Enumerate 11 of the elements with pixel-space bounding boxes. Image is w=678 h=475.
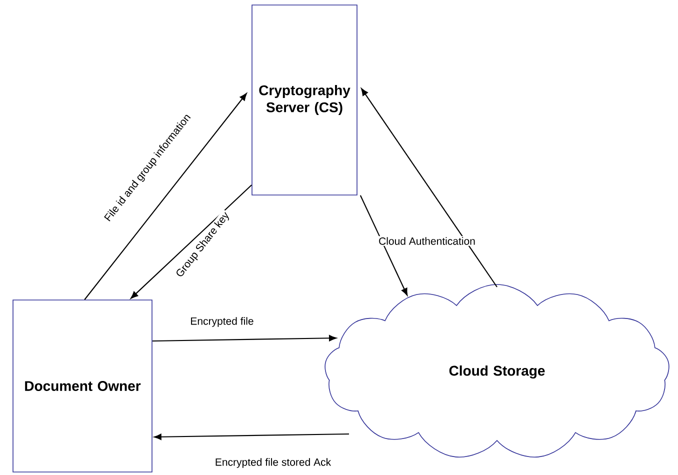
edge-label: Encrypted file stored Ack (214, 457, 332, 469)
edge-label: Encrypted file (189, 316, 255, 328)
edge-label: Cloud Authentication (378, 236, 476, 246)
arrow (154, 433, 349, 440)
arrow (361, 88, 498, 288)
arrow (360, 195, 408, 296)
process-box: Cryptography Server (CS) (252, 4, 358, 196)
arrow (152, 335, 336, 342)
arrow (84, 93, 247, 300)
arrow (130, 184, 252, 299)
process-box: Document Owner (12, 300, 152, 472)
